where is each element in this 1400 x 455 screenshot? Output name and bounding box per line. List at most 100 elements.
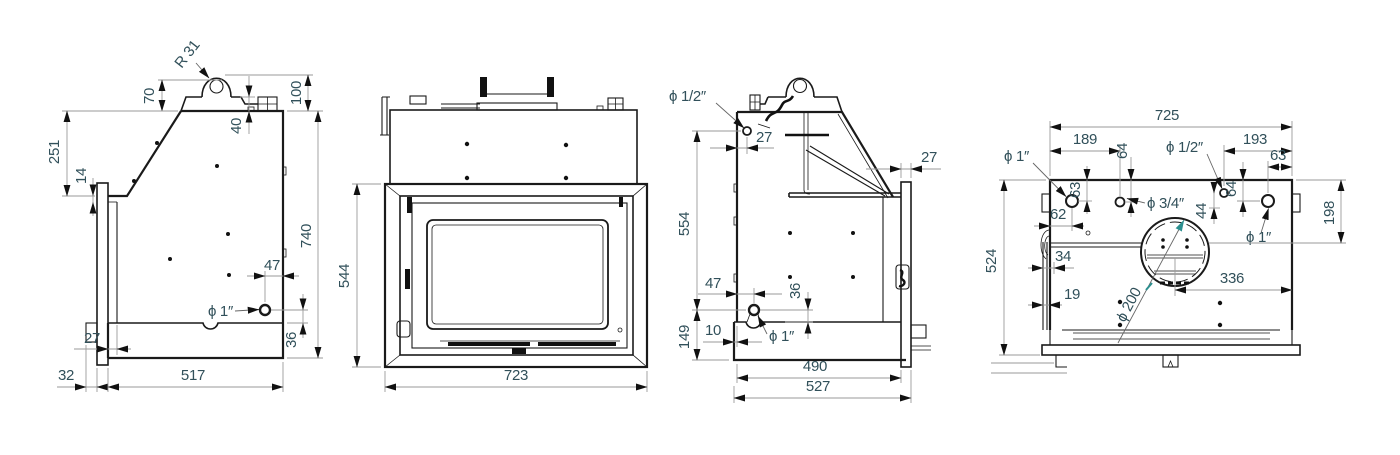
small-lug: [247, 106, 255, 112]
air-grille-slot: [538, 342, 616, 346]
inner-bottom-lines: [1073, 332, 1270, 340]
base-lip-lines: [911, 345, 931, 351]
cross-pipe: [1050, 242, 1142, 248]
base-top-edge: [108, 322, 283, 330]
frame-mitre-lines: [384, 183, 648, 368]
view-side-right: ϕ 1/2″ 27 554 27 47 36 10 149: [669, 77, 941, 403]
hinge-upper: [407, 197, 412, 213]
flue-bracket-post: [547, 77, 554, 97]
top-plate: [180, 96, 258, 112]
edge-nub: [733, 216, 738, 226]
upper-body-holes: [464, 141, 569, 181]
edge-nub: [733, 183, 738, 193]
flue-bracket-shelf: [476, 102, 558, 111]
foot-notch: [1167, 359, 1174, 368]
small-hole: [617, 327, 623, 333]
handle-pivot: [405, 269, 410, 289]
dim-v3-527: 527: [806, 378, 830, 395]
side-tab-right: [1291, 193, 1301, 213]
base-left-block: [85, 322, 98, 343]
fitting-box-grid: [258, 97, 277, 111]
panel-holes: [1117, 299, 1223, 328]
body-outline: [108, 109, 285, 360]
glass-pane: [431, 224, 604, 325]
dim-v4-34: 34: [1055, 248, 1071, 265]
lifting-eye-hole: [209, 79, 224, 94]
view-rear: 725 189 64 ϕ 3/4″ ϕ 1/2″ 193 63 63 62: [983, 107, 1346, 374]
dim-v4-64b: 64: [1223, 181, 1240, 197]
dim-v4-phi1-left: ϕ 1″: [1004, 148, 1030, 165]
dim-v1-740: 740: [298, 224, 315, 248]
dim-v3-554: 554: [676, 212, 693, 236]
center-foot: [1162, 354, 1179, 368]
dim-v3-149: 149: [676, 325, 693, 349]
dim-v4-phi200: ϕ 200: [1113, 285, 1145, 325]
dim-v3-phi12: ϕ 1/2″: [669, 88, 707, 105]
dim-v4-63b: 63: [1270, 147, 1286, 164]
left-clip: [1040, 229, 1050, 260]
dim-v4-336: 336: [1220, 270, 1244, 287]
pipe-connection-hole: [258, 303, 272, 317]
dim-v4-725: 725: [1155, 107, 1179, 124]
slope-inner-line: [837, 113, 889, 199]
lifting-eye-tab: [201, 77, 232, 98]
dim-v1-70: 70: [141, 88, 158, 104]
base-plate: [1041, 344, 1301, 356]
view-front: 544 723: [336, 77, 649, 392]
left-side-plate: [1042, 242, 1048, 330]
top-plate: [760, 96, 843, 113]
section-break-mark: [764, 95, 795, 122]
door-frame-inner: [399, 195, 634, 356]
edge-nub: [733, 273, 738, 283]
bottom-left-foot: [396, 320, 411, 338]
half-inch-hole: [742, 126, 752, 136]
handle-lever: [898, 268, 906, 288]
dim-v4-phi12: ϕ 1/2″: [1166, 139, 1204, 156]
dim-v4-524: 524: [983, 249, 1000, 273]
dim-v1-27: 27: [84, 330, 100, 347]
internal-pipe: [803, 112, 811, 195]
small-lug: [596, 105, 604, 111]
dim-v1-251: 251: [46, 140, 63, 164]
dim-v2-544: 544: [336, 264, 353, 288]
dim-v1-100: 100: [288, 81, 305, 105]
sloped-front-edge: [108, 110, 182, 198]
edge-nub: [282, 166, 287, 176]
dim-v1-36: 36: [283, 332, 300, 348]
dim-v4-phi34: ϕ 3/4″: [1147, 195, 1185, 212]
dim-v4-189: 189: [1073, 131, 1097, 148]
dim-v4-193: 193: [1243, 131, 1267, 148]
dim-v2-723: 723: [504, 367, 528, 384]
upper-body: [389, 109, 638, 185]
dim-v1-47: 47: [264, 257, 280, 274]
dim-v3-47: 47: [705, 275, 721, 292]
dim-v3-27b: 27: [921, 149, 937, 166]
dim-v1-517: 517: [181, 367, 205, 384]
edge-nub: [282, 248, 287, 258]
dim-v4-63a: 63: [1067, 182, 1084, 198]
flue-bracket-post: [480, 77, 487, 97]
break-tick: [757, 123, 771, 129]
dim-v4-198: 198: [1321, 201, 1338, 225]
dim-v4-62: 62: [1050, 206, 1066, 223]
dim-v1-14: 14: [73, 168, 90, 184]
right-fitting-grid: [608, 98, 623, 110]
side-tab-left: [1041, 193, 1051, 213]
latch-keeper: [619, 197, 623, 207]
flue-bracket-bars: [480, 93, 554, 104]
ledge-lines: [788, 192, 901, 198]
left-hook: [1055, 355, 1067, 368]
fitting-box-grid: [750, 95, 760, 110]
door-frame-outer: [383, 182, 649, 369]
dim-v3-490: 490: [803, 358, 827, 375]
panel-holes: [132, 141, 231, 277]
glass-bezel: [426, 219, 609, 330]
dim-v1-40: 40: [228, 118, 245, 134]
dim-v1-32: 32: [58, 367, 74, 384]
air-grille-slot: [448, 342, 530, 346]
corner-steps: [1049, 330, 1293, 345]
left-elbow-pipe: [380, 96, 390, 136]
dim-v3-10: 10: [705, 322, 721, 339]
